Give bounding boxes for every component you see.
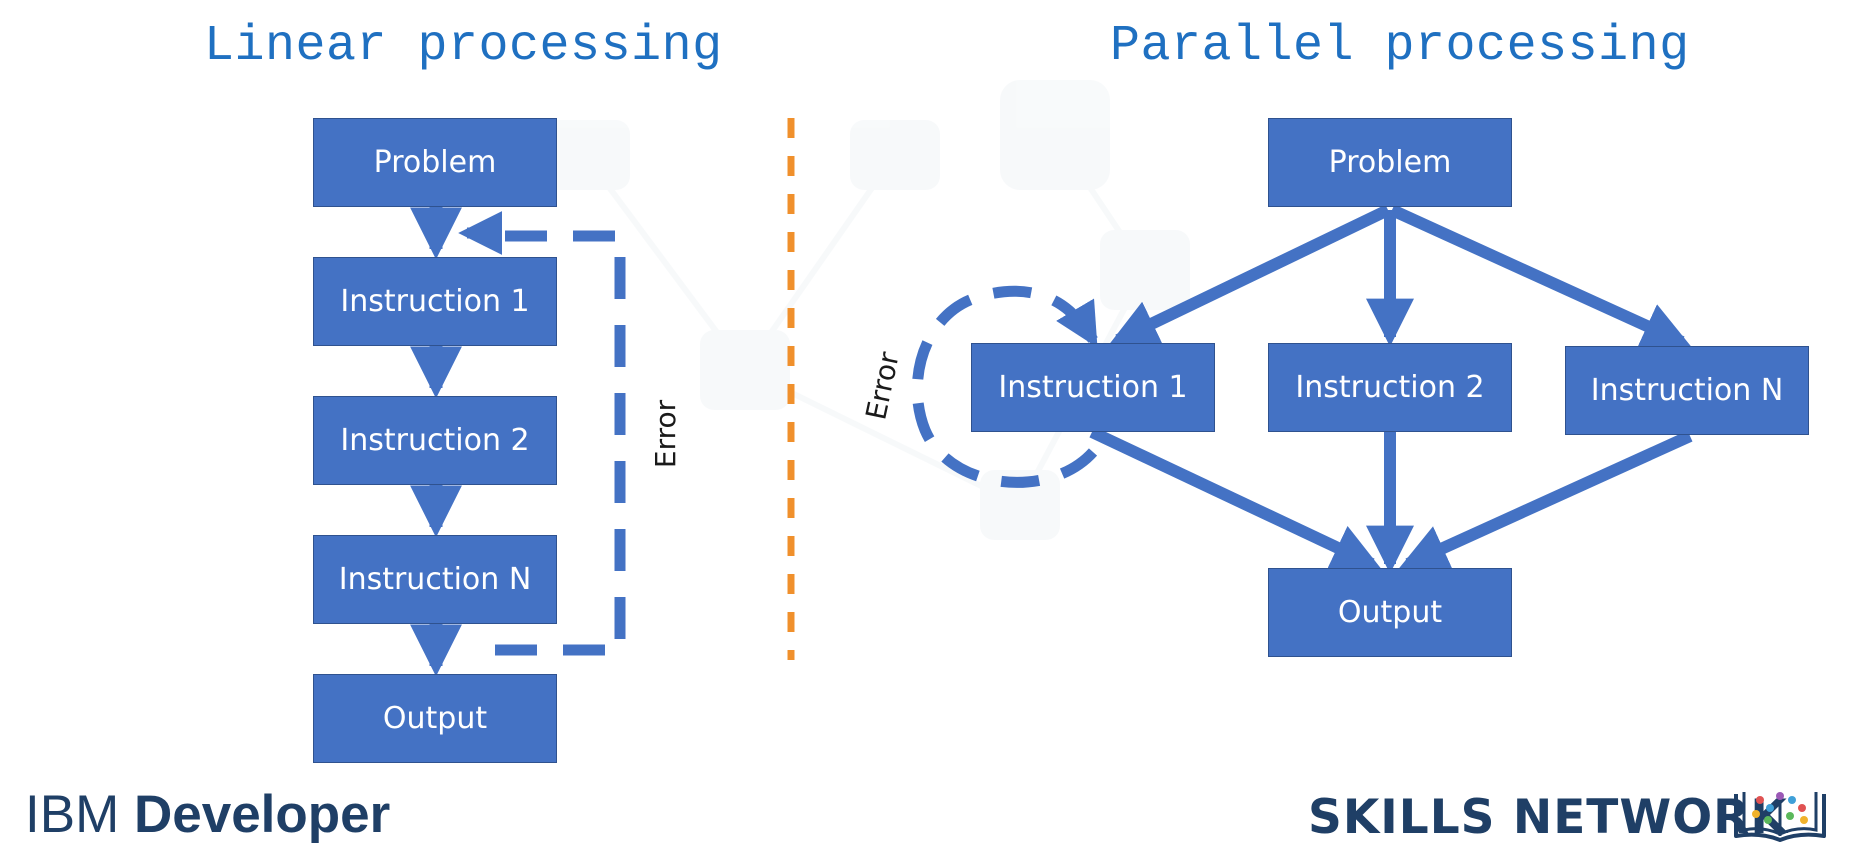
linear-error-loop [458, 211, 626, 656]
background-network-decoration [540, 80, 1190, 540]
linear-instruction-n-box: Instruction N [313, 535, 557, 624]
parallel-arrows [1089, 204, 1693, 574]
linear-instruction-1-box: Instruction 1 [313, 257, 557, 346]
error-arc-arrowhead [1056, 298, 1098, 348]
parallel-problem-box: Problem [1268, 118, 1512, 207]
parallel-output-box: Output [1268, 568, 1512, 657]
error-arc-path [911, 285, 1098, 488]
linear-processing-title: Linear processing [204, 18, 723, 75]
arrow-problem-to-p-instructionN [1389, 204, 1691, 348]
parallel-instruction-2-box: Instruction 2 [1268, 343, 1512, 432]
skills-network-book-icon [1734, 792, 1826, 842]
ibm-word: IBM [25, 785, 120, 844]
skills-network-wordmark: SKILLS NETWORK [1308, 790, 1788, 845]
arrow-p-instruction1-to-output [1089, 426, 1381, 570]
arrow-problem-to-p-instruction1 [1109, 204, 1391, 346]
parallel-instruction-1-box: Instruction 1 [971, 343, 1215, 432]
arrow-p-instructionN-to-output [1399, 430, 1693, 570]
parallel-error-loop [911, 285, 1098, 488]
linear-error-label: Error [649, 399, 682, 469]
linear-output-box: Output [313, 674, 557, 763]
linear-instruction-2-box: Instruction 2 [313, 396, 557, 485]
ibm-developer-logo: IBM Developer [25, 785, 390, 845]
parallel-processing-title: Parallel processing [1110, 18, 1690, 75]
linear-problem-box: Problem [313, 118, 557, 207]
parallel-instruction-n-box: Instruction N [1565, 346, 1809, 435]
developer-word: Developer [133, 785, 391, 844]
